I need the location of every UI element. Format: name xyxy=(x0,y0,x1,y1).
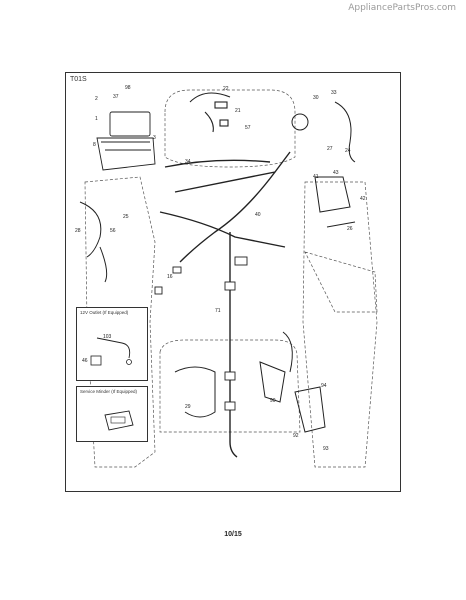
part-label: 33 xyxy=(331,90,337,96)
part-label: 43 xyxy=(333,170,339,176)
watermark: AppliancePartsPros.com xyxy=(348,3,456,13)
part-label: 94 xyxy=(321,383,327,389)
part-label: 71 xyxy=(215,308,221,314)
harness-connectors xyxy=(154,256,248,411)
part-label: 21 xyxy=(235,108,241,114)
inset-service-minder: Service Minder (If Equipped) xyxy=(76,386,148,442)
part-label: 56 xyxy=(110,228,116,234)
part-label: 30 xyxy=(313,95,319,101)
part-label: 42 xyxy=(360,196,366,202)
part-label: 8 xyxy=(93,142,96,148)
battery-group xyxy=(96,111,156,171)
part-label: 2 xyxy=(95,96,98,102)
part-label: 22 xyxy=(223,86,229,92)
part-label: 25 xyxy=(123,214,129,220)
chassis-outline xyxy=(84,89,378,468)
part-label: 34 xyxy=(185,159,191,165)
page-number: 10/15 xyxy=(224,531,242,538)
inset-12v-outlet: 12V Outlet (If Equipped) 103 46 xyxy=(76,307,148,381)
right-components xyxy=(259,101,356,433)
inset-12v-outlet-drawing: 103 46 xyxy=(82,334,132,366)
part-label: 26 xyxy=(347,226,353,232)
part-label: 93 xyxy=(323,446,329,452)
part-label: 103 xyxy=(103,334,112,340)
diagram-code: T01S xyxy=(70,76,87,83)
part-label: 29 xyxy=(185,404,191,410)
inset-title: 12V Outlet (If Equipped) xyxy=(80,310,129,315)
inset-title: Service Minder (If Equipped) xyxy=(80,389,138,394)
part-label: 3 xyxy=(153,135,156,141)
part-label: 41 xyxy=(313,174,319,180)
part-label: 1 xyxy=(95,116,98,122)
left-wires xyxy=(79,201,216,418)
diagram-frame xyxy=(65,72,401,492)
inset-service-minder-drawing xyxy=(104,410,134,431)
part-label: 27 xyxy=(327,146,333,152)
part-label: 24 xyxy=(345,148,351,154)
part-label: 28 xyxy=(75,228,81,234)
part-label: 40 xyxy=(255,212,261,218)
part-label: 90 xyxy=(270,398,276,404)
part-labels: 98 37 22 30 33 2 1 21 57 3 8 34 24 27 43… xyxy=(75,85,366,452)
harness-top xyxy=(189,92,231,133)
part-label: 46 xyxy=(82,358,88,364)
wiring-diagram: 98 37 22 30 33 2 1 21 57 3 8 34 24 27 43… xyxy=(75,85,378,468)
part-label: 16 xyxy=(167,274,173,280)
part-label: 98 xyxy=(125,85,131,91)
part-label: 92 xyxy=(293,433,299,439)
part-label: 57 xyxy=(245,125,251,131)
harness-main xyxy=(159,151,291,458)
part-label: 37 xyxy=(113,94,119,100)
